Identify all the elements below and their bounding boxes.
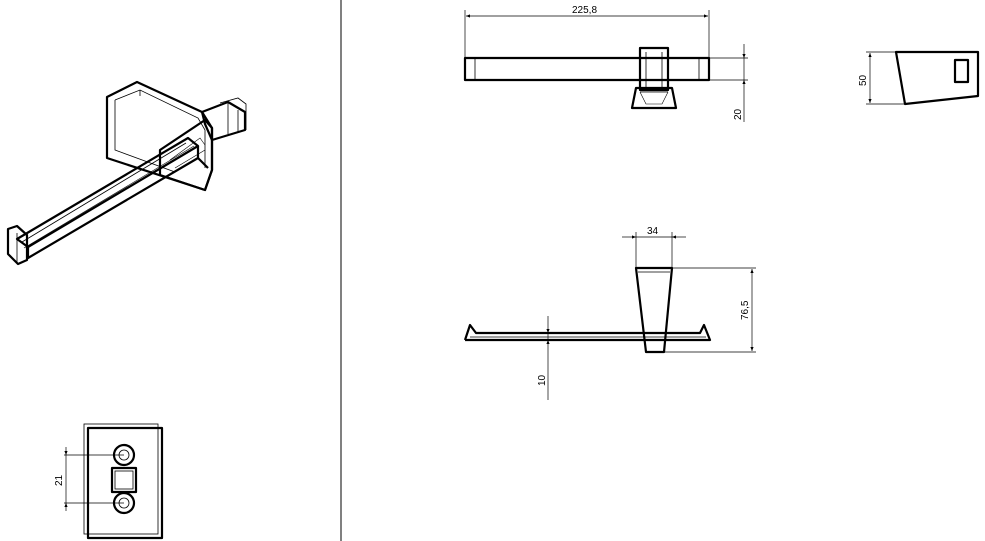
dim-overall-height: 76,5 xyxy=(740,300,751,320)
top-view xyxy=(463,10,748,122)
dim-plate-width: 34 xyxy=(647,226,659,237)
isometric-view xyxy=(6,80,247,266)
dim-total-length: 225,8 xyxy=(572,5,597,16)
dim-mount-depth: 20 xyxy=(733,108,744,120)
dim-hole-spacing: 21 xyxy=(54,474,65,486)
side-view xyxy=(866,50,980,106)
dim-bar-thickness: 10 xyxy=(537,374,548,386)
mounting-plate-view xyxy=(64,423,164,540)
dim-plate-height: 50 xyxy=(858,74,869,86)
front-view xyxy=(463,232,756,400)
